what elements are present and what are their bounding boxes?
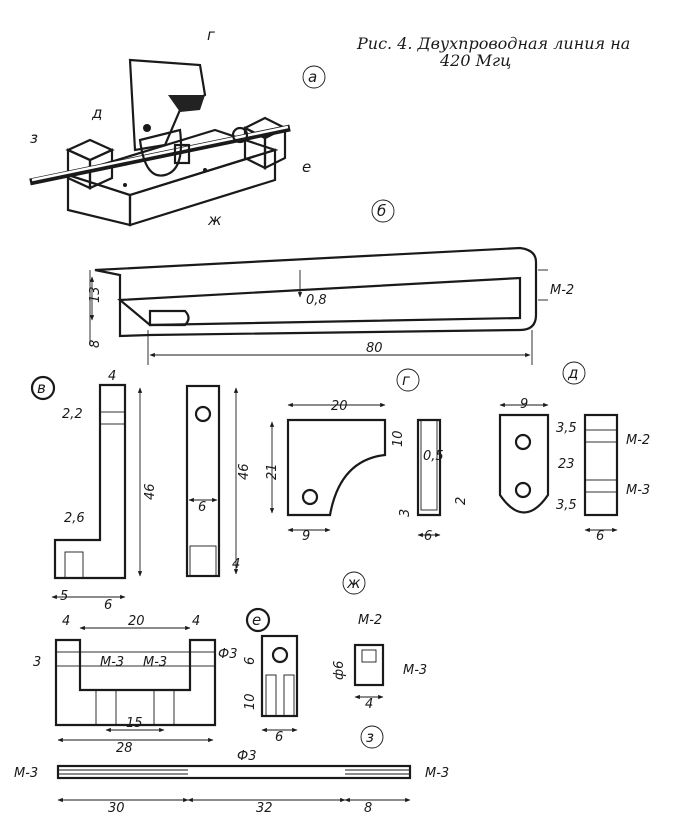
dim-g-hole: 2 [454, 497, 469, 505]
view-g-parts [269, 402, 442, 538]
view-label-zh-circle [342, 571, 366, 595]
view-label-zh: ж [346, 574, 361, 592]
dim-v-hole: 2,2 [62, 407, 83, 422]
bottom-block-part [54, 625, 217, 743]
dim-v-step: 2,6 [64, 511, 85, 526]
view-label-d-circle [562, 361, 586, 385]
part-label-e: е [302, 158, 311, 176]
dim-d-thread-top: М-2 [626, 433, 650, 448]
dim-b-thread: М-2 [550, 283, 574, 298]
dim-b-length: 80 [366, 341, 383, 356]
view-label-d: д [567, 364, 578, 382]
dim-block-side: 3 [33, 655, 41, 670]
dim-v-base: 5 [60, 589, 68, 604]
dim-v-mid-bottom: 4 [232, 557, 240, 572]
dim-z-seg1: 30 [108, 801, 125, 816]
dim-d-bottom: 3,5 [556, 498, 577, 513]
dim-block-left: 4 [62, 614, 70, 629]
view-zh-nut [353, 643, 385, 700]
view-label-e-small-circle [245, 607, 271, 633]
view-label-v-circle [30, 375, 56, 401]
part-label-zh: ж [207, 211, 222, 229]
dim-v-width: 6 [104, 598, 112, 613]
view-d-parts [498, 402, 619, 533]
view-a-assembly [29, 58, 291, 227]
dim-g-right-width: 6 [424, 529, 432, 544]
part-label-g: г [207, 26, 215, 44]
dim-block-total: 28 [116, 741, 133, 756]
dim-g-thickness: 0,5 [423, 449, 444, 464]
dim-g-width: 20 [331, 399, 348, 414]
view-z-rod [56, 764, 412, 803]
dim-block-inner: 15 [126, 716, 143, 731]
dim-d-top: 3,5 [556, 421, 577, 436]
dim-z-seg2: 32 [256, 801, 273, 816]
dim-block-hole: Ф3 [218, 647, 237, 662]
view-label-a: а [308, 68, 317, 86]
view-v-mid-part [185, 384, 239, 578]
view-label-v: в [37, 379, 46, 397]
dim-z-thread-r: М-3 [425, 766, 449, 781]
dim-z-thread-l: М-3 [14, 766, 38, 781]
view-label-b: б [377, 202, 386, 220]
dim-d-thread-bottom: М-3 [626, 483, 650, 498]
dim-z-diameter: Ф3 [237, 749, 256, 764]
view-b-strip [89, 246, 548, 365]
dim-v-top: 4 [108, 369, 116, 384]
dim-e-top: 6 [243, 657, 258, 665]
e-small-part [260, 634, 299, 733]
dim-zh-diameter: ф6 [332, 661, 347, 680]
view-label-g: г [402, 371, 410, 389]
dim-d-middle: 23 [558, 457, 575, 472]
dim-g-bottom: 3 [398, 509, 413, 517]
dim-zh-width: 4 [365, 697, 373, 712]
view-label-b-circle [371, 199, 395, 223]
caption-line-1: Рис. 4. Двухпроводная линия на [357, 34, 631, 53]
view-label-a-circle [302, 65, 326, 89]
view-label-g-circle [396, 368, 420, 392]
dim-block-span: 20 [128, 614, 145, 629]
dim-b-height: 13 [88, 286, 103, 303]
dim-zh-thread-top: М-2 [358, 613, 382, 628]
dim-e-height: 10 [243, 693, 258, 710]
dim-g-height: 21 [265, 463, 280, 480]
view-label-z: з [366, 728, 374, 746]
view-label-z-circle [360, 725, 384, 749]
dim-g-top: 10 [391, 430, 406, 447]
dim-v-height: 46 [143, 483, 158, 500]
dim-b-thickness: 0,8 [306, 293, 327, 308]
dim-v-mid-width: 6 [198, 500, 206, 515]
caption-line-2: 420 Мгц [440, 51, 512, 70]
dim-e-width: 6 [275, 730, 283, 745]
dim-zh-thread-side: М-3 [403, 663, 427, 678]
dim-b-slot: 8 [88, 340, 103, 348]
dim-block-thread-l: М-3 [100, 655, 124, 670]
dim-d-width: 9 [520, 397, 528, 412]
dim-z-seg3: 8 [364, 801, 372, 816]
part-label-d: д [91, 104, 102, 122]
view-v-left-part [51, 383, 143, 600]
dim-v-mid-height: 46 [237, 463, 252, 480]
part-label-z: з [30, 129, 38, 147]
dim-block-right: 4 [192, 614, 200, 629]
view-label-e-small: е [252, 611, 261, 629]
dim-d-right-width: 6 [596, 529, 604, 544]
dim-g-hole-x: 9 [302, 529, 310, 544]
dim-block-thread-r: М-3 [143, 655, 167, 670]
